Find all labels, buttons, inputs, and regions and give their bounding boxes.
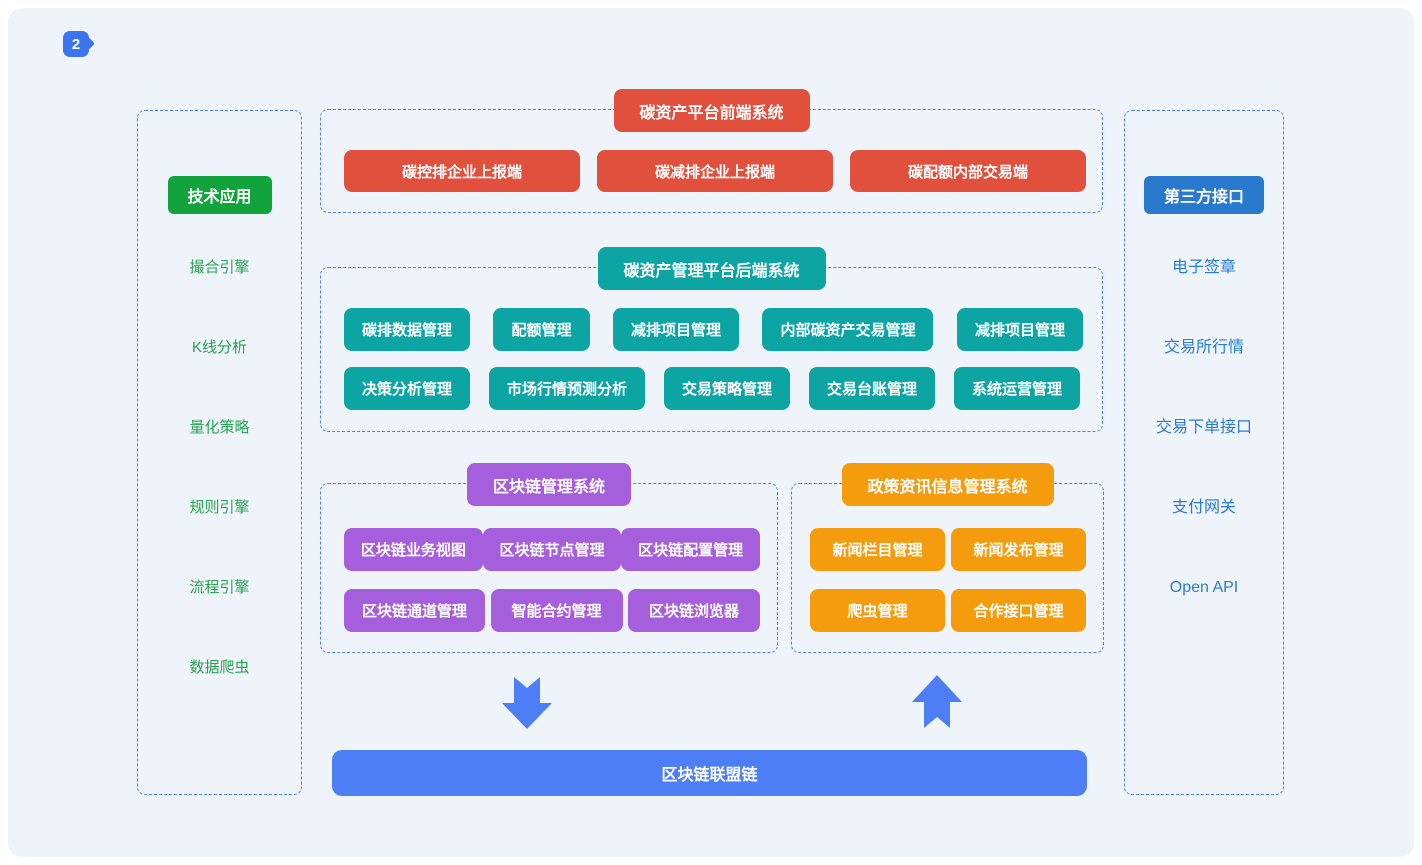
block-arrow-up-icon bbox=[912, 675, 962, 728]
node-partner-interface-mgmt: 合作接口管理 bbox=[951, 589, 1086, 632]
tech-item-data-crawler: 数据爬虫 bbox=[189, 659, 250, 676]
step-badge-number: 2 bbox=[71, 35, 81, 53]
node-blockchain-explorer: 区块链浏览器 bbox=[627, 589, 760, 632]
node-blockchain-node-mgmt: 区块链节点管理 bbox=[482, 528, 622, 571]
backend-row-2: 决策分析管理 市场行情预测分析 交易策略管理 交易台账管理 系统运营管理 bbox=[344, 367, 1080, 410]
consortium-chain-label: 区块链联盟链 bbox=[661, 767, 758, 784]
tech-item-matching-engine: 撮合引擎 bbox=[189, 259, 250, 276]
blockchain-system-title: 区块链管理系统 bbox=[466, 463, 632, 506]
node-emission-data-mgmt: 碳排数据管理 bbox=[344, 308, 471, 351]
node-blockchain-config-mgmt: 区块链配置管理 bbox=[621, 528, 761, 571]
third-party-panel: 第三方接口 电子签章 交易所行情 交易下单接口 支付网关 Open API bbox=[1124, 110, 1284, 795]
tech-apps-title: 技术应用 bbox=[167, 176, 272, 214]
tech-item-process-engine: 流程引擎 bbox=[189, 579, 250, 596]
node-quota-internal-trading: 碳配额内部交易端 bbox=[850, 150, 1086, 192]
consortium-chain-bar: 区块链联盟链 bbox=[332, 750, 1087, 796]
policy-system-panel: 政策资讯信息管理系统 新闻栏目管理 新闻发布管理 爬虫管理 合作接口管理 bbox=[791, 463, 1104, 653]
backend-row-1: 碳排数据管理 配额管理 减排项目管理 内部碳资产交易管理 减排项目管理 bbox=[344, 308, 1083, 351]
blockchain-row-2: 区块链通道管理 智能合约管理 区块链浏览器 bbox=[344, 589, 760, 632]
node-reduction-project-mgmt-2: 减排项目管理 bbox=[956, 308, 1083, 351]
policy-system-title: 政策资讯信息管理系统 bbox=[841, 463, 1054, 506]
tp-item-open-api: Open API bbox=[1169, 579, 1239, 596]
node-carbon-control-reporting: 碳控排企业上报端 bbox=[344, 150, 580, 192]
tp-item-e-signature: 电子签章 bbox=[1171, 259, 1236, 276]
node-blockchain-channel-mgmt: 区块链通道管理 bbox=[344, 589, 486, 632]
backend-system-panel: 碳资产管理平台后端系统 碳排数据管理 配额管理 减排项目管理 内部碳资产交易管理… bbox=[320, 247, 1103, 432]
policy-row-1: 新闻栏目管理 新闻发布管理 bbox=[810, 528, 1086, 571]
node-market-forecast-analysis: 市场行情预测分析 bbox=[488, 367, 645, 410]
tech-item-quant-strategy: 量化策略 bbox=[189, 419, 250, 436]
node-carbon-reduction-reporting: 碳减排企业上报端 bbox=[597, 150, 833, 192]
node-system-operation-mgmt: 系统运营管理 bbox=[953, 367, 1080, 410]
blockchain-system-panel: 区块链管理系统 区块链业务视图 区块链节点管理 区块链配置管理 区块链通道管理 … bbox=[320, 463, 778, 653]
node-internal-asset-trading-mgmt: 内部碳资产交易管理 bbox=[762, 308, 934, 351]
node-reduction-project-mgmt: 减排项目管理 bbox=[612, 308, 739, 351]
diagram-canvas bbox=[8, 8, 1414, 857]
tech-apps-panel: 技术应用 撮合引擎 K线分析 量化策略 规则引擎 流程引擎 数据爬虫 bbox=[137, 110, 302, 795]
node-news-publish-mgmt: 新闻发布管理 bbox=[951, 528, 1086, 571]
tech-item-kline-analysis: K线分析 bbox=[191, 339, 247, 356]
step-badge: 2 bbox=[63, 31, 89, 57]
tp-item-order-interface: 交易下单接口 bbox=[1155, 419, 1252, 436]
node-trading-strategy-mgmt: 交易策略管理 bbox=[663, 367, 790, 410]
node-smart-contract-mgmt: 智能合约管理 bbox=[490, 589, 623, 632]
node-quota-mgmt: 配额管理 bbox=[493, 308, 590, 351]
frontend-system-title: 碳资产平台前端系统 bbox=[613, 89, 810, 132]
third-party-title: 第三方接口 bbox=[1143, 176, 1265, 214]
frontend-buttons-row: 碳控排企业上报端 碳减排企业上报端 碳配额内部交易端 bbox=[344, 150, 1086, 192]
node-news-column-mgmt: 新闻栏目管理 bbox=[810, 528, 945, 571]
tp-item-payment-gateway: 支付网关 bbox=[1171, 499, 1236, 516]
frontend-system-panel: 碳资产平台前端系统 碳控排企业上报端 碳减排企业上报端 碳配额内部交易端 bbox=[320, 89, 1103, 213]
node-decision-analysis-mgmt: 决策分析管理 bbox=[344, 367, 471, 410]
policy-row-2: 爬虫管理 合作接口管理 bbox=[810, 589, 1086, 632]
block-arrow-down-icon bbox=[502, 677, 552, 729]
node-crawler-mgmt: 爬虫管理 bbox=[810, 589, 945, 632]
node-trading-ledger-mgmt: 交易台账管理 bbox=[808, 367, 935, 410]
tp-item-exchange-quotes: 交易所行情 bbox=[1163, 339, 1244, 356]
backend-system-title: 碳资产管理平台后端系统 bbox=[597, 247, 826, 290]
node-blockchain-business-view: 区块链业务视图 bbox=[344, 528, 483, 571]
tech-item-rule-engine: 规则引擎 bbox=[189, 499, 250, 516]
blockchain-row-1: 区块链业务视图 区块链节点管理 区块链配置管理 bbox=[344, 528, 761, 571]
